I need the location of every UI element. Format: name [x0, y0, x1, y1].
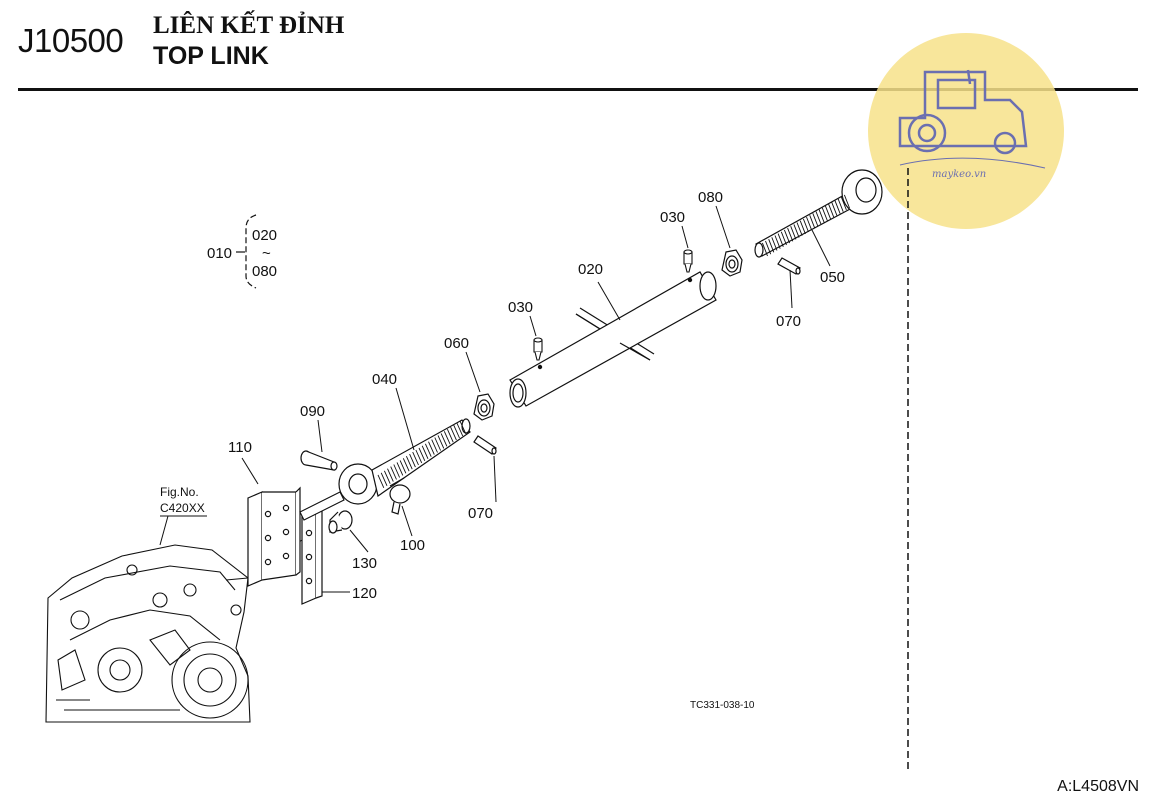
callout-020: 020: [578, 261, 603, 278]
drawing-id: TC331-038-10: [690, 700, 755, 711]
callout-020-range: 020: [252, 227, 277, 244]
callout-090: 090: [300, 403, 325, 420]
part-050-threaded-rod-end: [754, 169, 883, 258]
callout-010: 010: [207, 245, 232, 262]
callout-120: 120: [352, 585, 377, 602]
part-030-grease-nipple-lower: [533, 337, 543, 361]
callout-050: 050: [820, 269, 845, 286]
part-040-threaded-rod-end: [338, 418, 471, 505]
header-rule: [18, 88, 1138, 91]
callout-030-upper: 030: [660, 209, 685, 226]
fig-ref-line1: Fig.No.: [160, 485, 199, 499]
part-110-bracket: [247, 486, 301, 587]
assembly-bracket-010: 010 020 ~ 080: [207, 214, 277, 289]
callout-130: 130: [352, 555, 377, 572]
callout-100: 100: [400, 537, 425, 554]
part-100-lynch-pin: [389, 477, 411, 515]
watermark-circle: [868, 33, 1064, 229]
rod-050-threads: [761, 194, 850, 257]
part-070-spring-pin-upper: [777, 257, 801, 275]
watermark-logo: maykeo.vn: [868, 33, 1064, 229]
part-030-grease-nipple-upper: [683, 249, 693, 273]
footer-code: A:L4508VN: [1057, 778, 1139, 795]
part-080-lock-nut: [721, 249, 743, 277]
watermark-text: maykeo.vn: [932, 169, 986, 180]
fig-ref-line2: C420XX: [160, 501, 205, 515]
part-060-lock-nut: [473, 393, 495, 421]
callout-040: 040: [372, 371, 397, 388]
callout-030-lower: 030: [508, 299, 533, 316]
part-070-spring-pin-lower: [473, 435, 497, 455]
title-vietnamese: LIÊN KẾT ĐỈNH: [153, 12, 345, 39]
callout-070-upper: 070: [776, 313, 801, 330]
part-090-pin: [300, 450, 338, 471]
part-130-bushing: [328, 510, 353, 534]
callout-060: 060: [444, 335, 469, 352]
figure-reference: Fig.No. C420XX: [159, 485, 207, 546]
tractor-icon: [898, 69, 1028, 155]
bracket-link-plate: [299, 491, 345, 521]
watermark-swoosh: [899, 157, 1046, 169]
callout-080-range: 080: [252, 263, 277, 280]
callout-110: 110: [228, 439, 252, 456]
transmission-housing: [45, 544, 251, 723]
part-120-bracket: [301, 505, 323, 605]
rod-040-threads: [377, 420, 467, 488]
callout-070-lower: 070: [468, 505, 493, 522]
callout-080: 080: [698, 189, 723, 206]
title-english: TOP LINK: [153, 42, 269, 70]
range-separator: ~: [262, 245, 271, 262]
part-020-link-tube: [509, 271, 717, 408]
section-code: J10500: [18, 22, 124, 59]
